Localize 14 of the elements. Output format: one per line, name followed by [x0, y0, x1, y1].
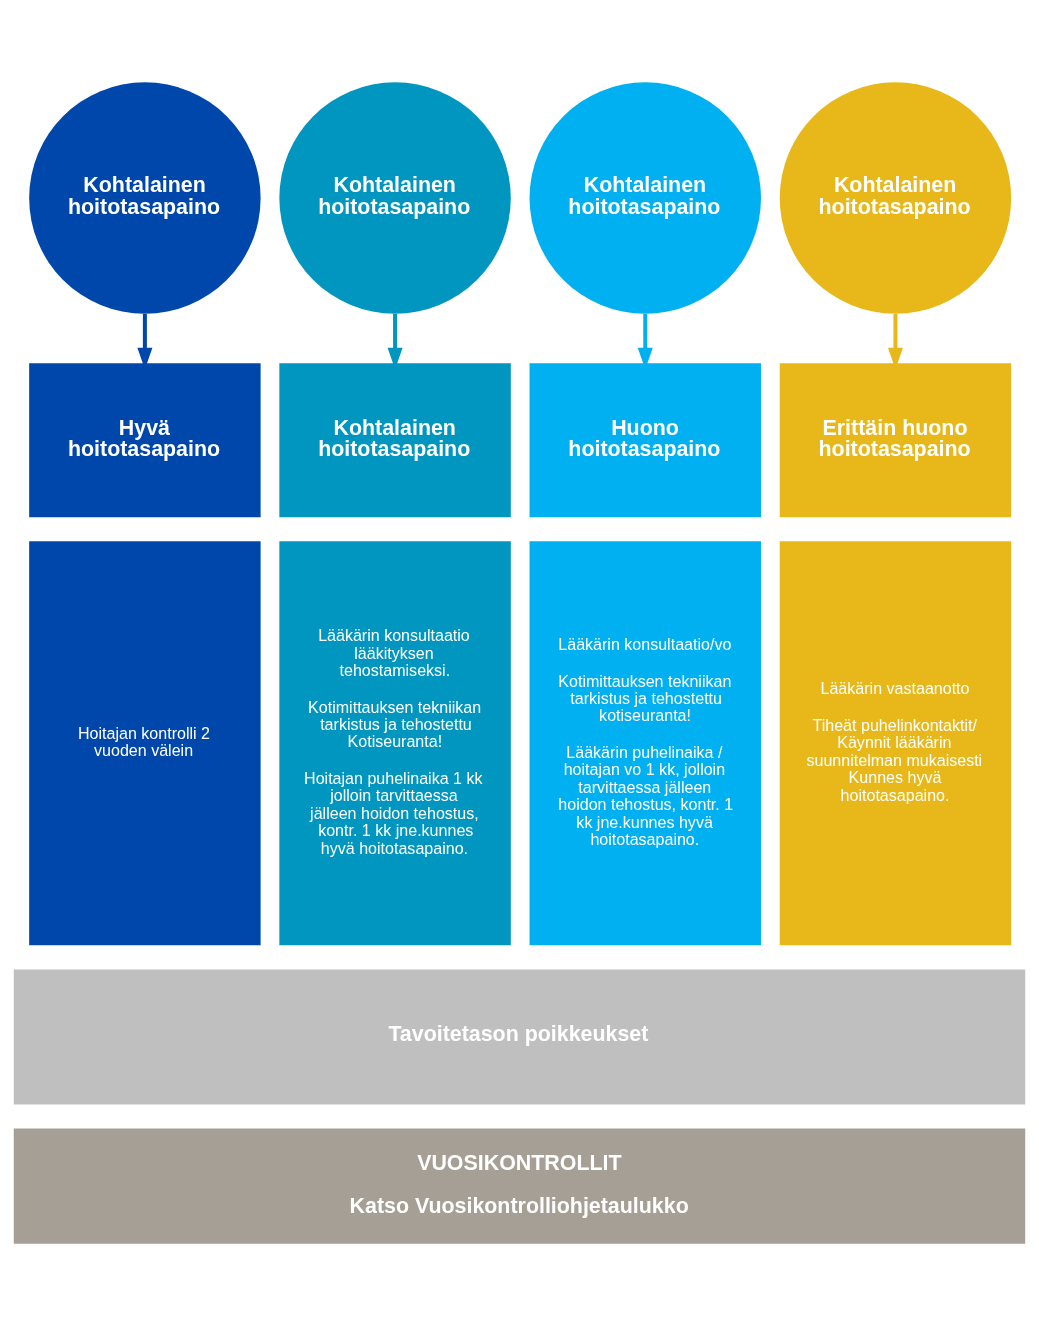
node-box: Hyvä hoitotasapaino [29, 363, 261, 518]
node-box: Lääkärin konsultaatio lääkityksen tehostamiseksi. Kotimittauksen tekniikan tarkistus ja tehostettu Kotiseuranta! Hoitajan puhelinaika 1 kk jolloin tarvittaessa jälleen hoidon tehostus, kontr. 1 kk jne.kunnes hyvä hoitotasapaino. [279, 541, 511, 946]
node-circle: Kohtalainen hoitotasapaino [529, 82, 761, 314]
node-box: Erittäin huono hoitotasapaino [779, 363, 1012, 518]
node-circle: Kohtalainen hoitotasapaino [279, 82, 511, 314]
node-box: Tavoitetason poikkeukset [13, 969, 1026, 1105]
node-circle: Kohtalainen hoitotasapaino [29, 82, 261, 314]
node-box: Hoitajan kontrolli 2 vuoden välein [29, 541, 261, 946]
node-box: Huono hoitotasapaino [529, 363, 761, 518]
node-box: Lääkärin vastaanotto Tiheät puhelinkontaktit/ Käynnit lääkärin suunnitelman mukaisesti Kunnes hyvä hoitotasapaino. [779, 541, 1012, 946]
node-circle: Kohtalainen hoitotasapaino [779, 82, 1012, 314]
node-box: VUOSIKONTROLLIT Katso Vuosikontrolliohjetaulukko [13, 1128, 1026, 1244]
node-box: Lääkärin konsultaatio/vo Kotimittauksen tekniikan tarkistus ja tehostettu kotiseuranta! Lääkärin puhelinaika / hoitajan vo 1 kk, jolloin tarvittaessa jälleen hoidon tehostus, kontr. 1 kk jne.kunnes hyvä hoitotasapaino. [529, 541, 761, 946]
node-box: Kohtalainen hoitotasapaino [279, 363, 511, 518]
